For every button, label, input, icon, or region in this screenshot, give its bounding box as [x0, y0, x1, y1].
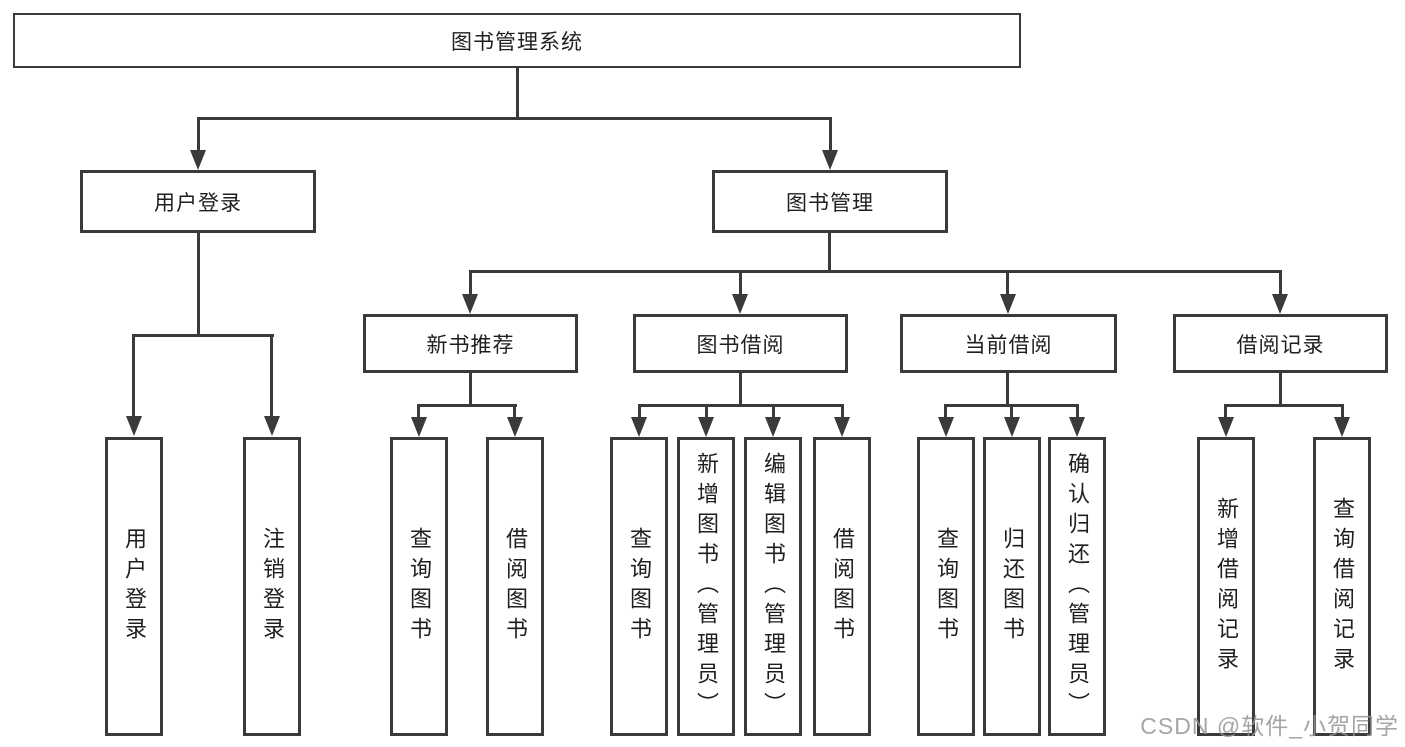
- leaf-query-books-2: 查询图书: [610, 437, 668, 736]
- connector-book-mgmt-stem: [828, 233, 831, 273]
- connector-user-login-left-shaft: [132, 334, 135, 417]
- arrow-to-query-borrow-record: [1334, 417, 1350, 437]
- connector-user-login-rail: [132, 334, 274, 337]
- connector-book-borrow-shaft-1: [638, 404, 641, 419]
- connector-new-book-rail: [417, 404, 517, 407]
- connector-book-borrow-shaft-2: [705, 404, 708, 419]
- arrow-to-add-books: [698, 417, 714, 437]
- connector-shaft-current-borrow: [1006, 270, 1009, 296]
- node-current-borrow: 当前借阅: [900, 314, 1117, 373]
- connector-root-left-shaft: [197, 117, 200, 153]
- connector-book-borrow-stem: [739, 373, 742, 407]
- arrow-to-leaf-user-login: [126, 416, 142, 436]
- connector-book-borrow-rail: [638, 404, 844, 407]
- connector-book-borrow-shaft-3: [772, 404, 775, 419]
- arrow-to-borrow-books-2: [834, 417, 850, 437]
- leaf-borrow-books-2: 借阅图书: [813, 437, 871, 736]
- node-book-management: 图书管理: [712, 170, 948, 233]
- arrow-to-query-books-3: [938, 417, 954, 437]
- arrow-to-edit-books: [765, 417, 781, 437]
- connector-borrow-records-stem: [1279, 373, 1282, 407]
- leaf-add-borrow-record: 新增借阅记录: [1197, 437, 1255, 736]
- arrow-to-borrow-records: [1272, 294, 1288, 314]
- connector-book-mgmt-rail: [469, 270, 1282, 273]
- connector-current-borrow-shaft-3: [1076, 404, 1079, 419]
- node-user-login: 用户登录: [80, 170, 316, 233]
- watermark-text: CSDN @软件_小贺同学: [1140, 713, 1399, 739]
- connector-book-borrow-shaft-4: [841, 404, 844, 419]
- connector-new-book-shaft-2: [513, 404, 516, 419]
- connector-borrow-records-shaft-2: [1341, 404, 1344, 419]
- leaf-query-books-3: 查询图书: [917, 437, 975, 736]
- connector-shaft-book-borrow: [739, 270, 742, 296]
- connector-current-borrow-stem: [1006, 373, 1009, 407]
- connector-root-rail: [197, 117, 831, 120]
- arrow-to-query-books-1: [411, 417, 427, 437]
- node-book-borrow: 图书借阅: [633, 314, 848, 373]
- leaf-logout: 注销登录: [243, 437, 301, 736]
- connector-root-stem: [516, 68, 519, 119]
- arrow-to-current-borrow: [1000, 294, 1016, 314]
- arrow-to-add-borrow-record: [1218, 417, 1234, 437]
- connector-new-book-stem: [469, 373, 472, 407]
- leaf-query-borrow-record: 查询借阅记录: [1313, 437, 1371, 736]
- arrow-to-book-management: [822, 150, 838, 170]
- connector-borrow-records-rail: [1224, 404, 1344, 407]
- leaf-borrow-books-1: 借阅图书: [486, 437, 544, 736]
- connector-current-borrow-shaft-1: [944, 404, 947, 419]
- leaf-query-books-1: 查询图书: [390, 437, 448, 736]
- leaf-user-login: 用户登录: [105, 437, 163, 736]
- connector-user-login-stem: [197, 233, 200, 337]
- connector-borrow-records-shaft-1: [1224, 404, 1227, 419]
- arrow-to-new-book-recommend: [462, 294, 478, 314]
- leaf-confirm-return-admin: 确认归还（管理员）: [1048, 437, 1106, 736]
- node-new-book-recommend: 新书推荐: [363, 314, 578, 373]
- node-library-system: 图书管理系统: [13, 13, 1021, 68]
- arrow-to-return-books: [1004, 417, 1020, 437]
- leaf-edit-books-admin: 编辑图书（管理员）: [744, 437, 802, 736]
- arrow-to-user-login: [190, 150, 206, 170]
- connector-current-borrow-shaft-2: [1010, 404, 1013, 419]
- arrow-to-leaf-logout: [264, 416, 280, 436]
- node-borrow-records: 借阅记录: [1173, 314, 1388, 373]
- connector-user-login-right-shaft: [270, 334, 273, 417]
- connector-new-book-shaft-1: [417, 404, 420, 419]
- leaf-add-books-admin: 新增图书（管理员）: [677, 437, 735, 736]
- arrow-to-borrow-books-1: [507, 417, 523, 437]
- connector-shaft-new-book: [469, 270, 472, 296]
- arrow-to-query-books-2: [631, 417, 647, 437]
- connector-shaft-borrow-records: [1279, 270, 1282, 296]
- arrow-to-confirm-return: [1069, 417, 1085, 437]
- leaf-return-books: 归还图书: [983, 437, 1041, 736]
- connector-root-right-shaft: [829, 117, 832, 153]
- arrow-to-book-borrow: [732, 294, 748, 314]
